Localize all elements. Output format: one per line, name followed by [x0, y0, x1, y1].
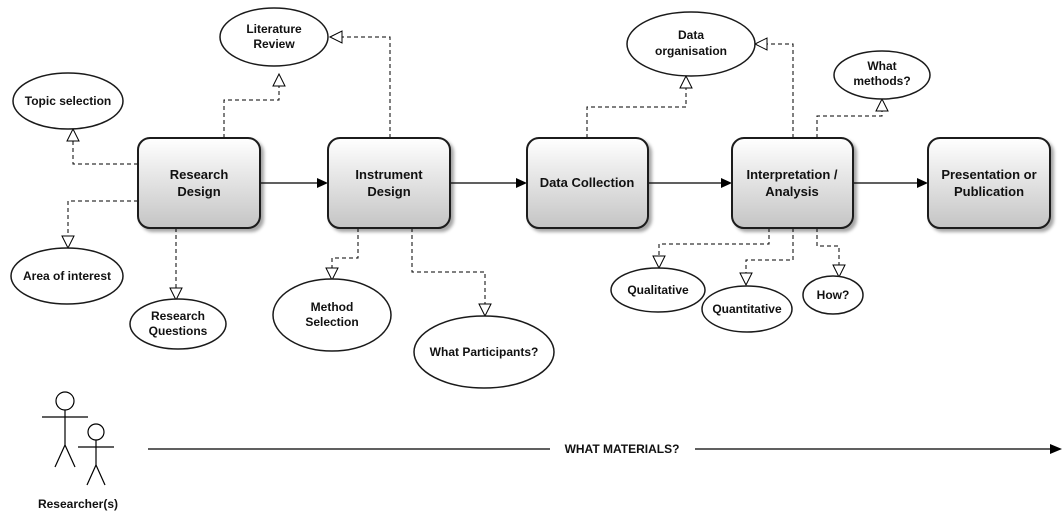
concept-label: Method [311, 300, 354, 314]
actor-icon [78, 423, 114, 486]
concept-label: Quantitative [712, 302, 782, 316]
triangle-head [679, 74, 693, 89]
materials-timeline: WHAT MATERIALS? [148, 442, 1062, 456]
concept-label: What [867, 59, 896, 73]
arrowhead [721, 178, 732, 188]
step-label: Interpretation / [746, 167, 837, 182]
step-data-collection: Data Collection [526, 137, 649, 229]
triangle-head [753, 37, 768, 51]
concept-area-of-interest: Area of interest [10, 247, 124, 305]
concept-topic-selection: Topic selection [12, 72, 124, 130]
connector-analysis-how [816, 228, 840, 265]
step-label: Data Collection [540, 175, 635, 190]
triangle-head [66, 127, 80, 142]
arrowhead [317, 178, 328, 188]
concept-label: Questions [149, 324, 208, 338]
concept-label: Qualitative [627, 283, 689, 297]
concept-label: How? [817, 288, 850, 302]
concept-label: Area of interest [23, 269, 111, 283]
step-instrument-design: Instrument Design [327, 137, 451, 229]
concept-quantitative: Quantitative [701, 285, 793, 333]
connector-design-area [67, 200, 138, 236]
connector-instrument-method [331, 228, 359, 268]
triangle-head [272, 72, 286, 87]
triangle-head [328, 30, 343, 44]
triangle-head [832, 264, 846, 279]
concept-method-selection: Method Selection [272, 278, 392, 352]
concept-qualitative: Qualitative [610, 267, 706, 313]
connector-analysis-methods [816, 111, 883, 138]
triangle-head [739, 272, 753, 287]
concept-label: Topic selection [25, 94, 111, 108]
concept-label: organisation [655, 44, 727, 58]
concept-what-participants: What Participants? [413, 315, 555, 389]
connector-analysis-organisation [767, 43, 794, 138]
step-label: Design [367, 184, 410, 199]
concept-label: Review [253, 37, 295, 51]
researcher-actor-icons [42, 391, 114, 486]
concept-data-organisation: Data organisation [626, 11, 756, 77]
connector-instrument-literature [342, 36, 391, 138]
step-presentation-publication: Presentation or Publication [927, 137, 1051, 229]
triangle-head [478, 303, 492, 318]
concept-label: Research [151, 309, 205, 323]
step-label: Presentation or [941, 167, 1036, 182]
concept-literature-review: Literature Review [219, 7, 329, 67]
step-interpretation-analysis: Interpretation / Analysis [731, 137, 854, 229]
concept-label: What Participants? [430, 345, 539, 359]
concept-label: Data [678, 28, 704, 42]
concept-how: How? [802, 275, 864, 315]
timeline-label: WHAT MATERIALS? [565, 442, 680, 456]
concept-research-questions: Research Questions [129, 298, 227, 350]
concept-label: Literature [246, 22, 302, 36]
step-label: Analysis [765, 184, 818, 199]
concept-label: methods? [853, 74, 910, 88]
connector-analysis-quantitative [745, 228, 794, 273]
dashed-connectors [61, 30, 889, 318]
actor-label: Researcher(s) [38, 497, 118, 511]
triangle-head [325, 267, 339, 282]
connector-design-literature [223, 84, 280, 138]
step-label: Publication [954, 184, 1024, 199]
concept-label: Selection [305, 315, 358, 329]
connector-design-topic [72, 141, 138, 165]
triangle-head [875, 97, 889, 112]
arrowhead [917, 178, 928, 188]
arrowhead [516, 178, 527, 188]
triangle-head [61, 235, 75, 250]
triangle-head [169, 287, 183, 302]
connector-collection-organisation [586, 88, 687, 138]
step-label: Instrument [355, 167, 423, 182]
connector-analysis-qualitative [658, 228, 770, 256]
actor-icon [42, 391, 88, 468]
process-flow-arrows [260, 178, 928, 188]
timeline-arrowhead [1050, 444, 1062, 454]
step-research-design: Research Design [137, 137, 261, 229]
step-label: Research [170, 167, 229, 182]
step-label: Design [177, 184, 220, 199]
connector-instrument-participants [411, 228, 486, 304]
triangle-head [652, 255, 666, 270]
concept-what-methods: What methods? [833, 50, 931, 100]
